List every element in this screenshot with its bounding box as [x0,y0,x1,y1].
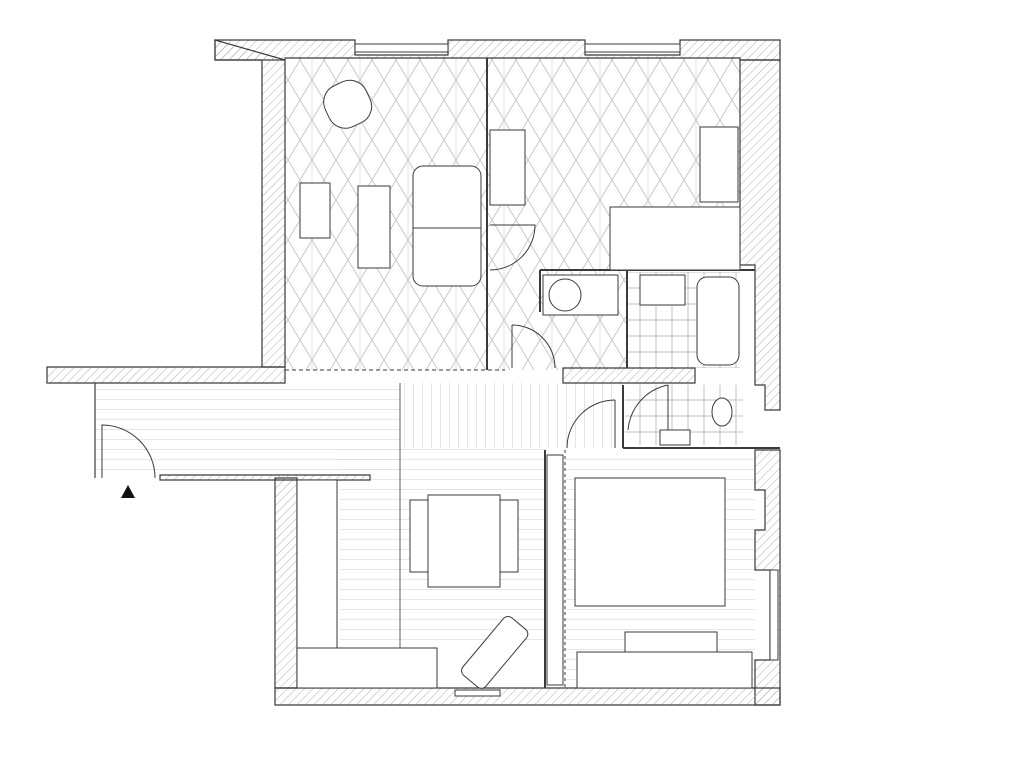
sofa [412,165,482,287]
window-dining [454,689,501,697]
doors [101,224,669,479]
wc-door[interactable] [627,384,669,435]
windows [354,43,779,697]
kitchen-counter-bottom [296,647,438,689]
bottom-wall [274,687,781,706]
corridor-bottom-wall [159,474,371,481]
bed-1 [609,206,741,271]
hall-door[interactable] [566,399,616,449]
entrance-door[interactable] [101,424,156,479]
bathroom-door[interactable] [511,324,556,369]
sink [548,278,582,312]
window-bedroom-1 [584,43,681,53]
closet-strip [546,454,564,686]
dining-table [427,494,501,588]
wardrobe [576,651,753,689]
coffee-table [357,185,391,269]
bed-2 [574,477,726,607]
hall-floor [400,383,615,448]
left-lower-wall [274,477,298,689]
bedroom-1-cabinet [699,126,739,203]
sofa-2 [461,615,529,689]
living-cabinet [299,182,331,239]
bedroom-1-door[interactable] [489,224,536,271]
chair [499,499,519,573]
right-wall [739,59,781,411]
window-living [354,43,449,53]
furniture [296,79,753,689]
bathroom-vanity [639,274,686,306]
armchair [323,79,373,129]
top-wall [214,39,781,61]
toilet [711,397,733,427]
corridor-top-wall [46,366,286,384]
window-bedroom-2 [769,569,779,661]
triangle-up-icon [121,485,135,498]
kitchen-counter [296,479,338,651]
bathtub [696,276,740,366]
wc-basin [659,429,691,446]
hall-partition-wall [562,367,696,384]
bench [624,631,718,655]
desk [489,129,526,206]
left-upper-wall [214,39,286,368]
walls [46,39,781,706]
chair [409,499,429,573]
